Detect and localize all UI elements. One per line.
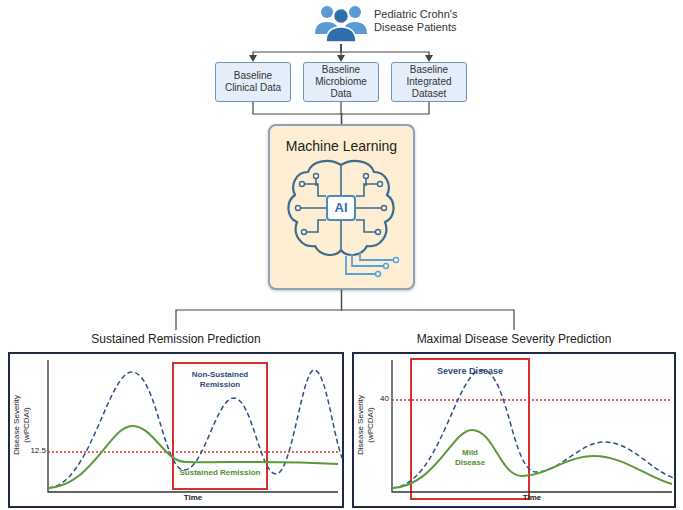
severity-curve-dashed bbox=[48, 370, 342, 488]
panel-heading: Sustained Remission Prediction bbox=[8, 330, 344, 348]
threshold-value: 40 bbox=[371, 394, 389, 404]
curve-label: Non-Sustained Remission bbox=[187, 370, 253, 390]
connector bbox=[342, 290, 515, 330]
severity-curve-dashed bbox=[392, 370, 674, 488]
connector bbox=[337, 44, 345, 62]
data-box: Baseline Integrated Dataset bbox=[391, 62, 467, 102]
prediction-panel: Maximal Disease Severity PredictionDisea… bbox=[352, 330, 676, 508]
chart-axis bbox=[48, 360, 338, 492]
highlight-box: Severe DiseaseMild Disease bbox=[410, 358, 530, 500]
panel-heading: Maximal Disease Severity Prediction bbox=[352, 330, 676, 348]
connector bbox=[176, 290, 342, 330]
connector bbox=[249, 44, 341, 62]
population-group: Pediatric Crohn's Disease Patients bbox=[312, 0, 480, 44]
data-box-label: Baseline Clinical Data bbox=[216, 70, 290, 94]
threshold-line bbox=[48, 451, 338, 453]
arrow-head bbox=[249, 55, 257, 62]
curve-label: Sustained Remission bbox=[174, 468, 266, 478]
curve-label: Severe Disease bbox=[412, 366, 528, 377]
highlight-box: Non-Sustained RemissionSustained Remissi… bbox=[172, 362, 268, 490]
axis-label: Disease Severity (wPCDAI) bbox=[12, 380, 32, 470]
data-box-label: Baseline Integrated Dataset bbox=[392, 64, 466, 100]
connector-line bbox=[342, 102, 430, 124]
connector-line bbox=[340, 102, 342, 124]
axis-label: Time bbox=[173, 493, 213, 503]
person-head bbox=[321, 6, 333, 18]
arrow-head bbox=[425, 55, 433, 62]
severity-curve-solid bbox=[48, 426, 338, 488]
arrow-head bbox=[337, 55, 345, 62]
severity-curve-solid bbox=[392, 430, 672, 488]
ai-badge: AI bbox=[326, 195, 356, 221]
panel-frame bbox=[352, 352, 676, 508]
curve-label: Mild Disease bbox=[450, 448, 490, 468]
connector-line bbox=[176, 290, 342, 330]
panel-frame bbox=[8, 352, 344, 508]
axis-label: Disease Severity (wPCDAI) bbox=[356, 380, 376, 470]
axis-label: Time bbox=[512, 493, 552, 503]
connector-line bbox=[253, 44, 341, 56]
chart-axis bbox=[392, 360, 672, 492]
population-label: Pediatric Crohn's Disease Patients bbox=[374, 8, 478, 34]
prediction-panel: Sustained Remission PredictionDisease Se… bbox=[8, 330, 344, 508]
person-body bbox=[315, 22, 339, 34]
person-body bbox=[343, 22, 367, 34]
connector-line bbox=[342, 290, 515, 330]
data-box: Baseline Clinical Data bbox=[215, 62, 291, 102]
threshold-line bbox=[392, 399, 672, 401]
person-head bbox=[334, 9, 349, 24]
data-box: Baseline Microbiome Data bbox=[303, 62, 379, 102]
threshold-value: 12.5 bbox=[28, 446, 46, 456]
connector bbox=[341, 44, 433, 62]
person-body bbox=[326, 27, 356, 42]
connector-line bbox=[341, 44, 429, 56]
model-box: Machine LearningAI bbox=[268, 124, 415, 290]
connector-line bbox=[340, 44, 341, 56]
connector bbox=[253, 102, 342, 124]
person-head bbox=[349, 6, 361, 18]
model-title: Machine Learning bbox=[270, 138, 413, 154]
connector bbox=[342, 102, 430, 124]
data-box-label: Baseline Microbiome Data bbox=[304, 64, 378, 100]
connector-line bbox=[253, 102, 342, 124]
connector bbox=[341, 102, 343, 124]
